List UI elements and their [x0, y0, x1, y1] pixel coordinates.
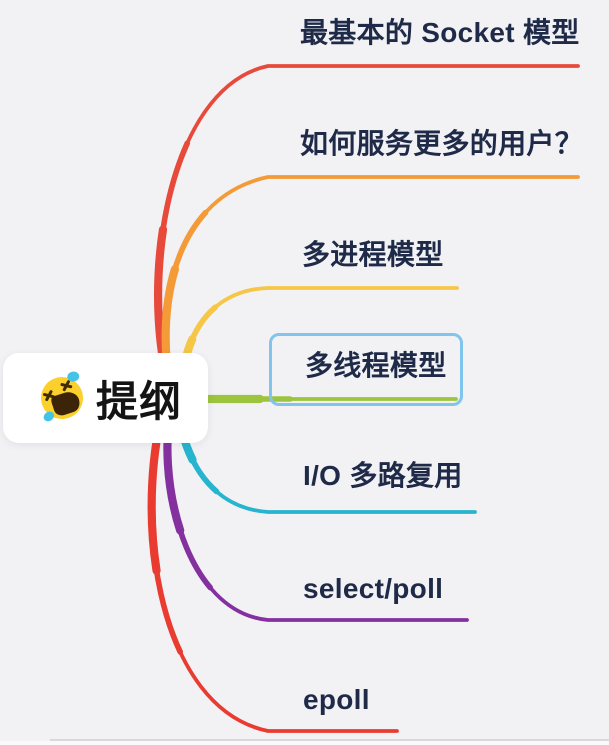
root-node[interactable]: 提纲 [3, 353, 208, 443]
branch-label-multi-process[interactable]: 多进程模型 [302, 239, 444, 270]
branch-label-epoll[interactable]: epoll [303, 684, 370, 715]
branch-label-serve-more-users[interactable]: 如何服务更多的用户？ [300, 128, 584, 159]
page-bottom-divider [50, 739, 609, 741]
branch-label-socket-basic[interactable]: 最基本的 Socket 模型 [300, 17, 580, 48]
selection-highlight [269, 333, 463, 406]
branch-curve-io-multiplexing [176, 400, 477, 514]
page-bottom-strip [0, 741, 609, 745]
root-node-label: 提纲 [96, 377, 183, 425]
branch-label-select-poll[interactable]: select/poll [303, 573, 444, 604]
rofl-laughing-emoji-icon [34, 370, 90, 426]
branch-label-io-multiplexing[interactable]: I/O 多路复用 [303, 460, 463, 491]
branch-label-multi-thread[interactable]: 多线程模型 [305, 350, 447, 381]
branch-curve-socket-basic-taper2 [154, 61, 583, 403]
branch-curve-epoll-taper2 [147, 397, 402, 736]
